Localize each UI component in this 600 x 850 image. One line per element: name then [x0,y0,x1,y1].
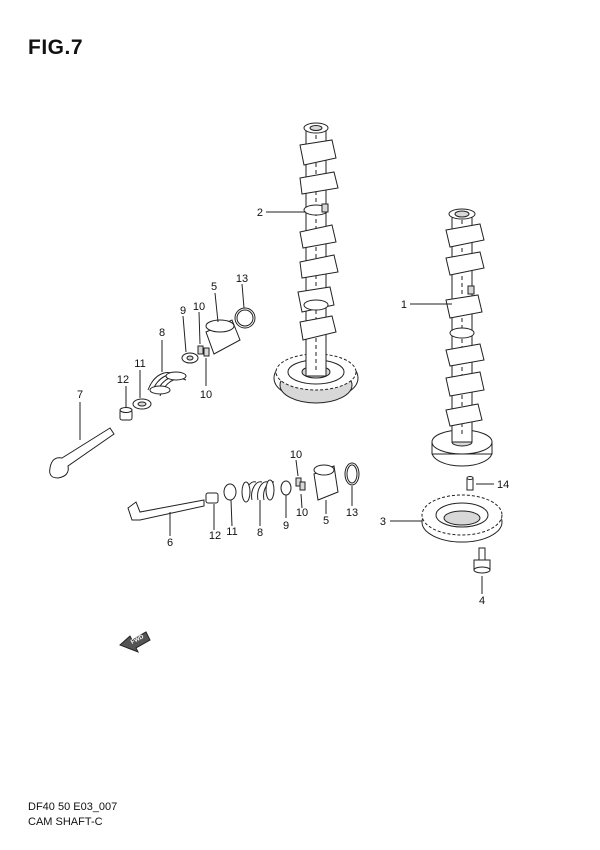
assembly-name: CAM SHAFT-C [28,816,103,828]
diagram-footer: DF40 50 E03_007 CAM SHAFT-C [28,800,117,830]
valve-seal-lower [205,492,219,504]
callout-10-upper-b: 10 [200,389,212,401]
callout-12-upper: 12 [117,374,129,386]
callout-13-lower: 13 [346,507,358,519]
valve-lower [127,499,205,521]
sprocket-bolt [473,547,491,574]
camshaft-right [431,208,493,467]
valve-cotter-lower [295,477,306,491]
callout-8-lower: 8 [257,527,263,539]
fwd-arrow-icon: FWD [119,631,151,653]
valve-spring-upper [147,371,187,397]
callout-9-upper: 9 [180,305,186,317]
camshaft-left [273,122,359,404]
spring-retainer-upper [181,352,199,364]
callout-11-lower: 11 [226,526,237,538]
leader-lines [79,211,494,594]
valve-spring-lower [241,479,275,503]
callout-8-upper: 8 [159,327,165,339]
callout-9-lower: 9 [283,520,289,532]
spring-seat-lower [223,483,237,501]
callout-7: 7 [77,389,83,401]
tappet-lower [313,464,339,501]
model-code: DF40 50 E03_007 [28,801,118,813]
callout-labels: 1 2 3 4 5 5 6 7 8 8 9 9 10 10 10 10 11 1… [77,207,509,607]
callout-10-lower-a: 10 [290,449,302,461]
callout-13-upper: 13 [236,273,248,285]
tappet-upper [205,319,241,355]
callout-5-upper: 5 [211,281,217,293]
callout-10-upper-a: 10 [193,301,205,313]
callout-12-lower: 12 [209,530,221,542]
dowel-pin [466,476,474,491]
callout-2: 2 [257,207,263,219]
callout-10-lower-b: 10 [296,507,308,519]
shim-upper [234,307,256,329]
callout-14: 14 [497,479,509,491]
valve-cotter-upper [197,345,210,357]
valve-upper [49,427,115,479]
shim-lower [344,462,360,486]
valve-seal-upper [119,407,133,421]
callout-4: 4 [479,595,485,607]
callout-3: 3 [380,516,386,528]
spring-retainer-lower [280,480,292,496]
callout-5-lower: 5 [323,515,329,527]
cam-sprocket [421,494,503,543]
callout-6: 6 [167,537,173,549]
spring-seat-upper [132,398,152,410]
callout-1: 1 [401,299,407,311]
callout-11-upper: 11 [134,358,145,370]
figure-title: FIG.7 [28,36,84,59]
